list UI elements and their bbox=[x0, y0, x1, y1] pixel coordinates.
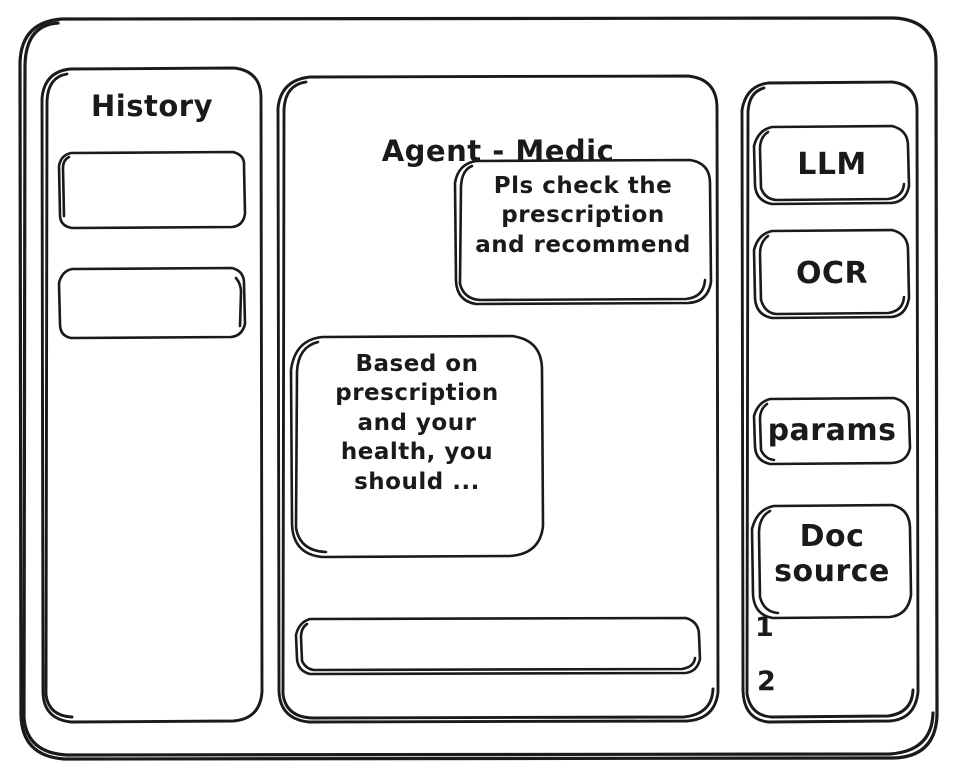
doc-source-reference-2[interactable]: 2 bbox=[757, 666, 776, 697]
tool-button-doc-source-label: Doc source bbox=[774, 519, 890, 590]
agent-message-text: Based on prescription and your health, y… bbox=[335, 351, 499, 495]
main-panel-title: Agent - Medic bbox=[381, 134, 615, 169]
history-panel-title: History bbox=[91, 89, 213, 123]
history-item[interactable] bbox=[57, 150, 247, 230]
tool-button-ocr-label: OCR bbox=[795, 255, 869, 291]
user-message-bubble: Pls check the prescription and recommend bbox=[452, 158, 714, 306]
tool-button-params[interactable]: params bbox=[752, 396, 912, 466]
agent-message-bubble: Based on prescription and your health, y… bbox=[288, 334, 546, 560]
history-item[interactable] bbox=[57, 266, 247, 340]
tool-button-ocr[interactable]: OCR bbox=[752, 228, 912, 320]
message-input[interactable] bbox=[294, 616, 702, 676]
tool-button-params-label: params bbox=[767, 412, 897, 448]
tool-button-llm[interactable]: LLM bbox=[752, 124, 912, 206]
doc-source-reference-1[interactable]: 1 bbox=[755, 612, 774, 643]
tool-button-llm-label: LLM bbox=[797, 146, 867, 182]
tool-button-doc-source[interactable]: Doc source bbox=[750, 503, 914, 621]
user-message-text: Pls check the prescription and recommend bbox=[475, 173, 691, 258]
